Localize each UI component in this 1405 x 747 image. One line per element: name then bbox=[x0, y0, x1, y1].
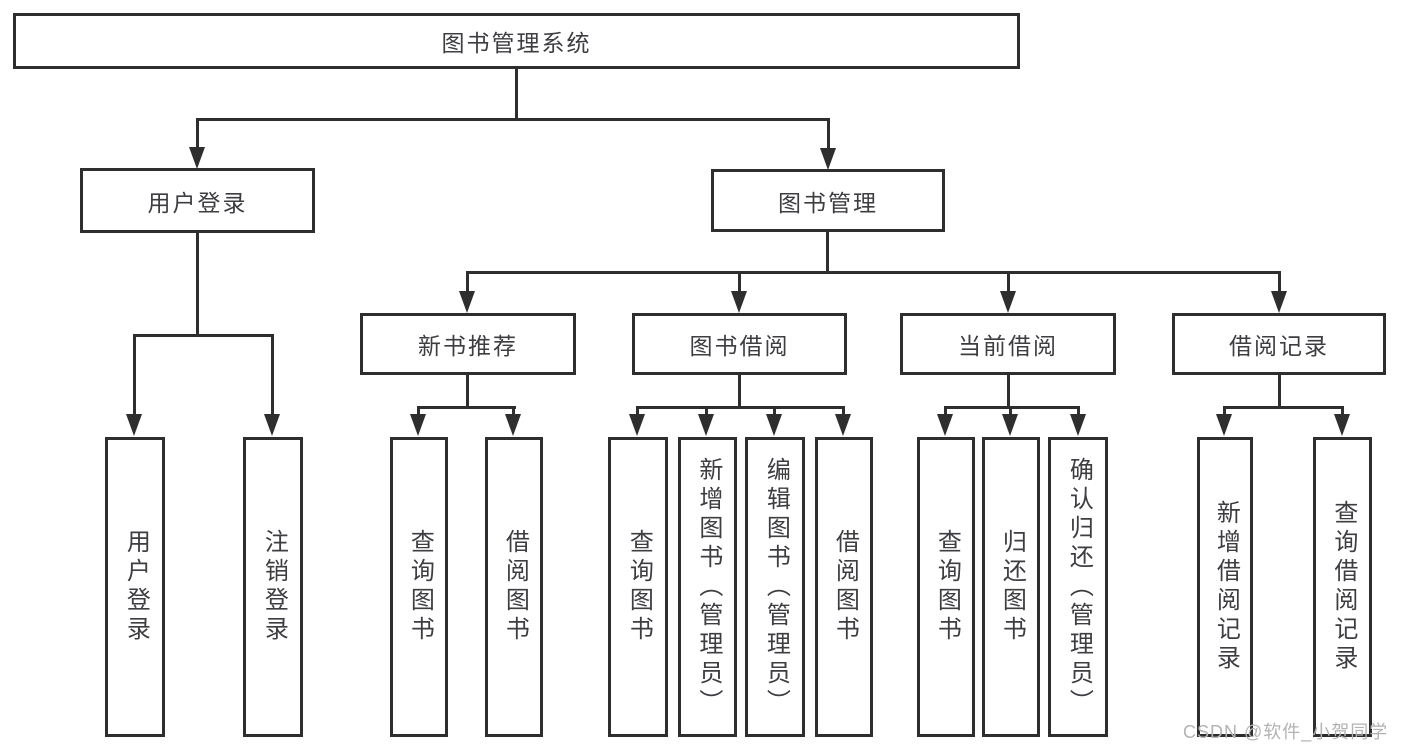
arrow-down-icon bbox=[126, 414, 142, 436]
connector-book-mgmt-drop bbox=[1278, 271, 1281, 295]
arrow-down-icon bbox=[459, 291, 475, 313]
node-book-borrow: 图书借阅 bbox=[632, 313, 847, 375]
connector-root-drop-right bbox=[827, 118, 830, 150]
connector-user-login-drop bbox=[271, 334, 274, 416]
arrow-down-icon bbox=[820, 148, 836, 170]
connector-root-stem bbox=[515, 69, 518, 121]
arrow-down-icon bbox=[1070, 414, 1086, 436]
arrow-down-icon bbox=[731, 291, 747, 313]
node-current-borrow-label: 当前借阅 bbox=[958, 333, 1058, 359]
arrow-down-icon bbox=[937, 414, 953, 436]
connector-new-books-hbar bbox=[417, 406, 516, 409]
connector-current-borrow-drop bbox=[944, 406, 947, 418]
leaf-borrow-books-label: 借阅图书 bbox=[501, 529, 529, 645]
leaf-return-books: 归还图书 bbox=[982, 437, 1040, 737]
connector-book-mgmt-drop bbox=[466, 271, 469, 295]
connector-book-borrow-stem bbox=[738, 375, 741, 409]
arrow-down-icon bbox=[189, 147, 205, 169]
connector-current-borrow-stem bbox=[1007, 375, 1010, 409]
leaf-add-borrow-record: 新增借阅记录 bbox=[1197, 437, 1253, 737]
leaf-add-books-admin-label: 新增图书（管理员） bbox=[694, 456, 722, 718]
node-book-borrow-label: 图书借阅 bbox=[689, 333, 790, 359]
connector-borrow-records-stem bbox=[1278, 375, 1281, 409]
leaf-confirm-return-admin: 确认归还（管理员） bbox=[1048, 437, 1108, 737]
leaf-user-login: 用户登录 bbox=[105, 437, 165, 737]
connector-book-mgmt-hbar bbox=[466, 271, 1281, 274]
arrow-down-icon bbox=[766, 414, 782, 436]
connector-new-books-stem bbox=[466, 375, 469, 409]
leaf-user-login-label: 用户登录 bbox=[122, 529, 150, 645]
leaf-query-books-label: 查询图书 bbox=[406, 529, 434, 645]
leaf-borrow-books: 借阅图书 bbox=[485, 437, 543, 737]
node-root-label: 图书管理系统 bbox=[441, 30, 592, 56]
connector-book-mgmt-stem bbox=[826, 232, 829, 274]
connector-user-login-hbar bbox=[133, 334, 274, 337]
leaf-query-books: 查询图书 bbox=[390, 437, 448, 737]
node-book-mgmt: 图书管理 bbox=[711, 169, 945, 232]
arrow-down-icon bbox=[1216, 414, 1232, 436]
leaf-edit-books-admin-label: 编辑图书（管理员） bbox=[762, 456, 790, 718]
connector-current-borrow-drop bbox=[1009, 406, 1012, 418]
leaf-query-borrow-record: 查询借阅记录 bbox=[1313, 437, 1372, 737]
arrow-down-icon bbox=[1334, 414, 1350, 436]
connector-user-login-stem bbox=[196, 233, 199, 336]
arrow-down-icon bbox=[410, 414, 426, 436]
leaf-return-books-label: 归还图书 bbox=[998, 529, 1026, 645]
watermark: CSDN @软件_小贺同学 bbox=[1183, 722, 1389, 742]
node-user-login: 用户登录 bbox=[80, 168, 315, 233]
connector-book-borrow-drop bbox=[842, 406, 845, 418]
node-borrow-records: 借阅记录 bbox=[1172, 313, 1386, 375]
arrow-down-icon bbox=[835, 414, 851, 436]
connector-borrow-records-drop bbox=[1223, 406, 1226, 418]
leaf-borrow-books: 借阅图书 bbox=[815, 437, 873, 737]
arrow-down-icon bbox=[505, 414, 521, 436]
leaf-query-books: 查询图书 bbox=[608, 437, 668, 737]
leaf-logout: 注销登录 bbox=[243, 437, 303, 737]
leaf-query-borrow-record-label: 查询借阅记录 bbox=[1329, 500, 1357, 674]
connector-book-mgmt-drop bbox=[738, 271, 741, 295]
arrow-down-icon bbox=[264, 414, 280, 436]
arrow-down-icon bbox=[698, 414, 714, 436]
arrow-down-icon bbox=[1002, 414, 1018, 436]
connector-new-books-drop bbox=[417, 406, 420, 418]
leaf-confirm-return-admin-label: 确认归还（管理员） bbox=[1065, 456, 1093, 718]
connector-new-books-drop bbox=[512, 406, 515, 418]
connector-current-borrow-drop bbox=[1077, 406, 1080, 418]
arrow-down-icon bbox=[1271, 291, 1287, 313]
connector-book-mgmt-drop bbox=[1007, 271, 1010, 295]
connector-root-drop-left bbox=[196, 118, 199, 150]
connector-borrow-records-hbar bbox=[1223, 406, 1344, 409]
connector-root-hbar bbox=[196, 118, 830, 121]
leaf-query-books: 查询图书 bbox=[917, 437, 975, 737]
leaf-edit-books-admin: 编辑图书（管理员） bbox=[745, 437, 805, 737]
node-new-books: 新书推荐 bbox=[360, 313, 576, 375]
leaf-borrow-books-label: 借阅图书 bbox=[831, 529, 859, 645]
leaf-query-books-label: 查询图书 bbox=[625, 529, 653, 645]
arrow-down-icon bbox=[629, 414, 645, 436]
connector-book-borrow-drop bbox=[705, 406, 708, 418]
connector-current-borrow-hbar bbox=[944, 406, 1080, 409]
node-borrow-records-label: 借阅记录 bbox=[1229, 333, 1329, 359]
connector-book-borrow-drop bbox=[773, 406, 776, 418]
leaf-add-books-admin: 新增图书（管理员） bbox=[678, 437, 737, 737]
node-book-mgmt-label: 图书管理 bbox=[778, 189, 878, 216]
connector-book-borrow-hbar bbox=[636, 406, 844, 409]
connector-borrow-records-drop bbox=[1341, 406, 1344, 418]
leaf-add-borrow-record-label: 新增借阅记录 bbox=[1212, 500, 1240, 674]
leaf-logout-label: 注销登录 bbox=[260, 529, 288, 645]
node-user-login-label: 用户登录 bbox=[147, 189, 248, 216]
connector-book-borrow-drop bbox=[636, 406, 639, 418]
node-new-books-label: 新书推荐 bbox=[418, 333, 518, 359]
leaf-query-books-label: 查询图书 bbox=[933, 529, 961, 645]
node-root: 图书管理系统 bbox=[13, 13, 1020, 69]
arrow-down-icon bbox=[1000, 291, 1016, 313]
connector-user-login-drop bbox=[133, 334, 136, 416]
node-current-borrow: 当前借阅 bbox=[900, 313, 1116, 375]
